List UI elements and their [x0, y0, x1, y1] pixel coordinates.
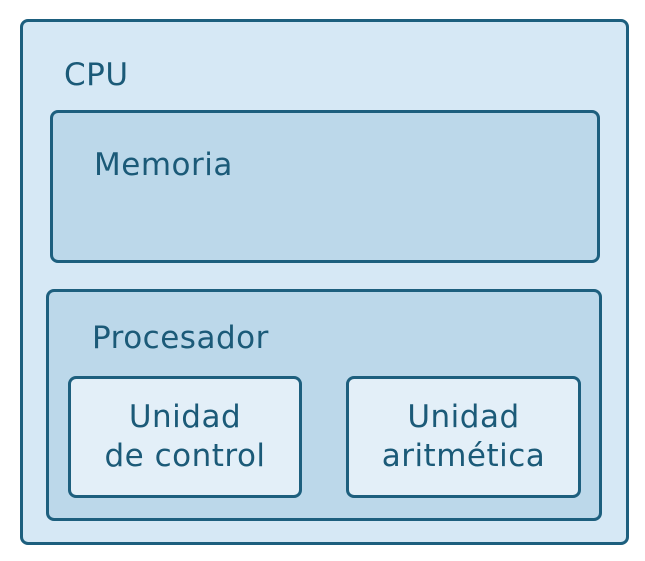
unidad-de-control-label: Unidad de control [104, 398, 265, 476]
unidad-de-control-line1: Unidad [128, 399, 242, 436]
memoria-label: Memoria [94, 147, 233, 183]
cpu-label: CPU [64, 57, 129, 93]
unidad-aritmetica-line1: Unidad [407, 399, 520, 436]
unidad-aritmetica-line2: aritmética [381, 438, 546, 474]
unidad-de-control-box: Unidad de control [68, 376, 302, 498]
unidad-aritmetica-label: Unidad aritmética [382, 398, 546, 476]
memoria-box [50, 110, 600, 263]
procesador-label: Procesador [92, 320, 269, 356]
unidad-aritmetica-box: Unidad aritmética [346, 376, 581, 498]
unidad-de-control-line2: de control [104, 438, 266, 474]
